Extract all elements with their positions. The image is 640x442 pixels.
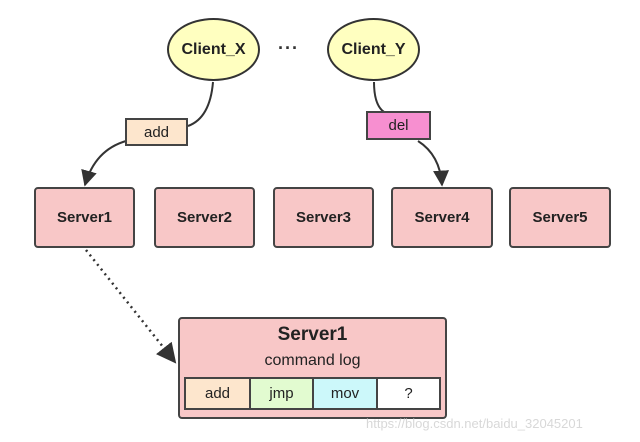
server2-node: Server2 (154, 187, 255, 248)
server3-label: Server3 (295, 209, 352, 226)
log-entry-label: add (204, 385, 231, 402)
log-entry-label: mov (330, 385, 360, 402)
log-entry-label: ? (404, 385, 413, 402)
client-x-to-add-connector (187, 81, 214, 127)
log-entry-label: jmp (269, 385, 294, 402)
log-entry-mov: mov (314, 379, 378, 408)
server4-node: Server4 (391, 187, 493, 248)
add-operation-label: add (143, 123, 170, 141)
client-y-label: Client_Y (341, 40, 406, 58)
command-log-subtitle: command log (264, 352, 361, 369)
client-x-node: Client_X (167, 18, 260, 81)
log-entry-add: add (186, 379, 251, 408)
log-entry-unknown: ? (378, 379, 439, 408)
server5-label: Server5 (532, 209, 588, 226)
command-log-box: Server1 command log add jmp mov ? (178, 317, 447, 419)
client-y-to-del-connector (373, 81, 385, 113)
command-log-entries: add jmp mov ? (184, 377, 441, 410)
server1-to-log-dotted-arrow (85, 249, 177, 364)
server1-node: Server1 (34, 187, 135, 248)
ellipsis-text: ··· (278, 38, 299, 58)
del-operation-tag: del (366, 111, 431, 140)
command-log-title: Server1 (277, 324, 348, 345)
server5-node: Server5 (509, 187, 611, 248)
add-to-server1-arrow (81, 140, 127, 187)
server4-label: Server4 (414, 209, 470, 226)
server3-node: Server3 (273, 187, 374, 248)
watermark-text: https://blog.csdn.net/baidu_32045201 (366, 416, 583, 431)
server2-label: Server2 (176, 209, 233, 226)
server1-label: Server1 (56, 209, 113, 226)
log-entry-jmp: jmp (251, 379, 314, 408)
client-x-label: Client_X (181, 40, 246, 58)
add-operation-tag: add (125, 118, 188, 146)
del-operation-label: del (388, 117, 409, 134)
del-to-server4-arrow (417, 140, 450, 187)
client-y-node: Client_Y (327, 18, 420, 81)
